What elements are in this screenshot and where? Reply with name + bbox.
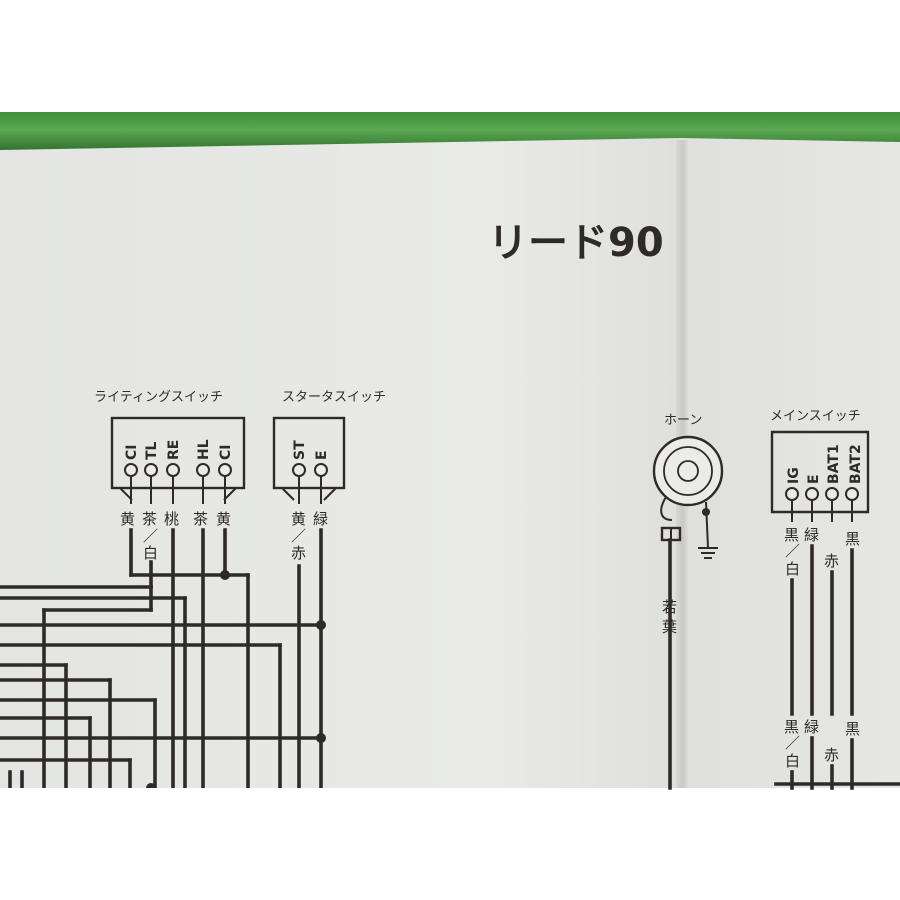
pin-ci-1: CI [124, 445, 140, 460]
color-st-slash: ／ [291, 527, 306, 545]
svg-text:黒: 黒 [845, 530, 860, 548]
svg-text:緑: 緑 [804, 526, 819, 544]
color-st-sub: 赤 [291, 544, 306, 562]
color-ci-2: 黄 [216, 510, 231, 528]
lighting-switch-box [110, 416, 246, 490]
svg-text:黒: 黒 [845, 720, 860, 738]
lighting-switch-label: ライティングスイッチ [94, 390, 223, 405]
horn-wire-color-1: 若 [662, 598, 677, 616]
lighting-switch-wire-colors: 黄 茶 桃 茶 黄 ／ 白 [120, 510, 231, 562]
svg-text:緑: 緑 [804, 718, 819, 736]
main-switch-label: メインスイッチ [770, 409, 861, 424]
lighting-switch-pins: CI TL RE HL CI [124, 439, 234, 460]
main-switch-box [770, 430, 870, 514]
wiring-harness [0, 528, 326, 788]
svg-text:黒: 黒 [784, 526, 799, 544]
horn-wire-color-2: 葉 [662, 618, 677, 636]
color-e-starter: 緑 [313, 510, 328, 528]
diagram-title: リード90 [488, 220, 664, 266]
pin-st: ST [292, 440, 308, 460]
main-switch-wire-colors-top: 黒 緑 赤 黒 ／ 白 [784, 526, 860, 578]
pin-ig: IG [786, 467, 802, 484]
color-hl: 茶 [193, 510, 208, 528]
pin-bat2: BAT2 [848, 444, 864, 484]
color-tl: 茶 [142, 510, 157, 528]
horn-label: ホーン [664, 413, 702, 428]
svg-text:赤: 赤 [824, 746, 839, 764]
color-st: 黄 [291, 510, 306, 528]
pin-e-main: E [806, 474, 822, 484]
starter-switch-label: スタータスイッチ [282, 390, 386, 405]
horn-symbol [652, 435, 724, 559]
color-tl-sub: 白 [143, 544, 158, 562]
main-switch-wire-colors-bottom: 黒 緑 赤 黒 ／ 白 [784, 718, 860, 770]
main-switch-wires [774, 544, 900, 790]
pin-re: RE [166, 440, 182, 460]
pin-tl: TL [144, 441, 160, 460]
svg-text:／: ／ [785, 542, 800, 560]
svg-text:赤: 赤 [824, 552, 839, 570]
color-tl-slash: ／ [143, 527, 158, 545]
pin-bat1: BAT1 [826, 444, 842, 484]
color-re: 桃 [164, 510, 179, 528]
svg-text:白: 白 [785, 560, 800, 578]
pin-e-starter: E [314, 450, 330, 460]
color-ci-1: 黄 [120, 510, 135, 528]
pin-ci-2: CI [218, 445, 234, 460]
svg-text:黒: 黒 [784, 718, 799, 736]
wiring-diagram-paper [0, 138, 900, 788]
svg-text:白: 白 [785, 752, 800, 770]
pin-hl: HL [196, 439, 212, 460]
starter-switch-box [272, 416, 346, 490]
svg-text:／: ／ [785, 734, 800, 752]
